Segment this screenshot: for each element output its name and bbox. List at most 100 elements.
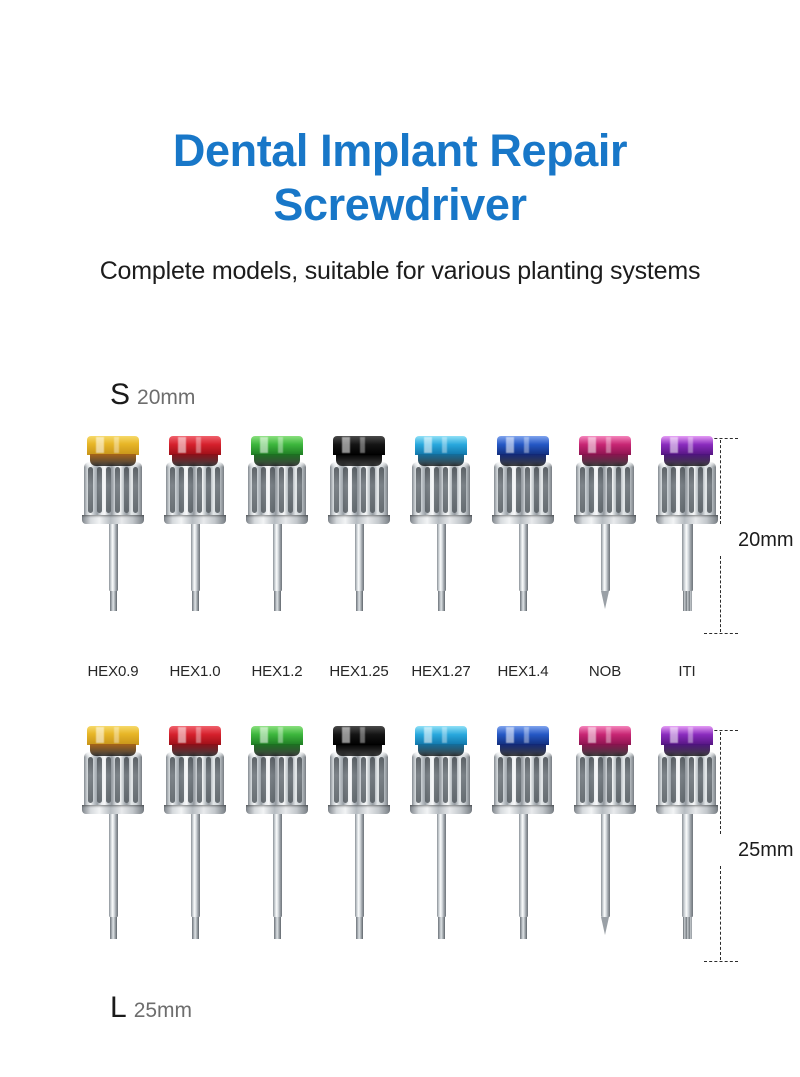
cap-skirt [582, 744, 628, 756]
screwdriver-handle [492, 462, 554, 524]
dimension-cap-top-large [704, 730, 738, 731]
handle-flutes [334, 467, 384, 513]
handle-flutes [498, 467, 548, 513]
cap-top-face [333, 436, 385, 455]
handle-flute [516, 467, 521, 513]
handle-flute [671, 757, 676, 803]
dimension-line-lower-small [720, 556, 721, 632]
handle-flute [662, 467, 667, 513]
cap-top-face [415, 436, 467, 455]
handle-flute [215, 467, 220, 513]
screwdriver-label-purple: ITI [678, 663, 696, 680]
screwdriver-cap-purple [661, 436, 713, 466]
screwdriver-purple-large[interactable] [654, 726, 720, 939]
screwdriver-cap-black [333, 726, 385, 756]
screwdriver-tip-hex [437, 591, 445, 611]
size-tag-small-letter: S [110, 378, 131, 411]
handle-flute [507, 757, 512, 803]
screwdriver-black-small[interactable] [326, 436, 392, 611]
screwdriver-cyan-small[interactable] [408, 436, 474, 611]
cap-highlight [260, 727, 268, 743]
cap-highlight [424, 727, 432, 743]
screwdriver-tip-hex [191, 917, 199, 939]
dimension-bracket-small: 20mm [704, 438, 800, 634]
cap-highlight-secondary [114, 727, 119, 743]
cap-skirt [90, 454, 136, 466]
handle-flutes [252, 467, 302, 513]
size-tag-large: L 25mm [110, 993, 192, 1023]
handle-flute [534, 467, 539, 513]
handle-flute [698, 467, 703, 513]
cap-highlight [96, 727, 104, 743]
handle-flutes [334, 757, 384, 803]
handle-flute [625, 467, 630, 513]
dimension-line-upper-small [720, 440, 721, 524]
screwdriver-black-large[interactable] [326, 726, 392, 939]
screwdriver-blue-small[interactable] [490, 436, 556, 611]
handle-flute [133, 757, 138, 803]
handle-collar [82, 515, 144, 524]
cap-skirt [582, 454, 628, 466]
screwdriver-purple-small[interactable] [654, 436, 720, 611]
handle-flutes [416, 467, 466, 513]
handle-flute [261, 467, 266, 513]
screwdriver-shaft [354, 523, 364, 591]
handle-flute [179, 467, 184, 513]
screwdriver-shaft [108, 813, 118, 917]
handle-flute [197, 467, 202, 513]
dimension-cap-top-small [704, 438, 738, 439]
handle-flute [525, 467, 530, 513]
handle-flute [288, 467, 293, 513]
handle-collar [656, 805, 718, 814]
handle-flute [498, 757, 503, 803]
dimension-bracket-large: 25mm [704, 730, 800, 962]
handle-flute [215, 757, 220, 803]
screwdriver-shaft [354, 813, 364, 917]
screwdriver-tip-hex [519, 917, 527, 939]
screwdriver-green-small[interactable] [244, 436, 310, 611]
handle-collar [492, 805, 554, 814]
handle-flute [352, 757, 357, 803]
screwdriver-tip-hex [109, 591, 117, 611]
screwdriver-red-large[interactable] [162, 726, 228, 939]
screwdriver-gold-large[interactable] [80, 726, 146, 939]
screwdriver-cap-red [169, 726, 221, 756]
screwdriver-magenta-small[interactable] [572, 436, 638, 609]
screwdriver-magenta-large[interactable] [572, 726, 638, 935]
screwdriver-handle [410, 752, 472, 814]
cap-highlight [506, 437, 514, 453]
handle-collar [328, 805, 390, 814]
handle-flute [425, 467, 430, 513]
screwdriver-shaft [190, 813, 200, 917]
cap-highlight [670, 437, 678, 453]
cap-skirt [254, 744, 300, 756]
screwdriver-gold-small[interactable] [80, 436, 146, 611]
cap-highlight-secondary [442, 437, 447, 453]
handle-collar [410, 805, 472, 814]
handle-flute [279, 757, 284, 803]
handle-flute [379, 757, 384, 803]
screwdriver-shaft [272, 813, 282, 917]
handle-flute [589, 757, 594, 803]
screwdriver-handle [656, 462, 718, 524]
handle-flute [461, 757, 466, 803]
screwdriver-red-small[interactable] [162, 436, 228, 611]
cap-top-face [497, 726, 549, 745]
screwdriver-handle [246, 752, 308, 814]
handle-collar [246, 805, 308, 814]
screwdriver-blue-large[interactable] [490, 726, 556, 939]
handle-flute [689, 467, 694, 513]
handle-flute [516, 757, 521, 803]
handle-flute [434, 757, 439, 803]
handle-flute [543, 757, 548, 803]
screwdriver-cyan-large[interactable] [408, 726, 474, 939]
screwdriver-green-large[interactable] [244, 726, 310, 939]
cap-highlight [178, 437, 186, 453]
handle-flute [334, 757, 339, 803]
screwdriver-cap-magenta [579, 726, 631, 756]
handle-flute [707, 757, 712, 803]
handle-flute [416, 467, 421, 513]
screwdriver-shaft [681, 813, 693, 917]
handle-flute [188, 757, 193, 803]
